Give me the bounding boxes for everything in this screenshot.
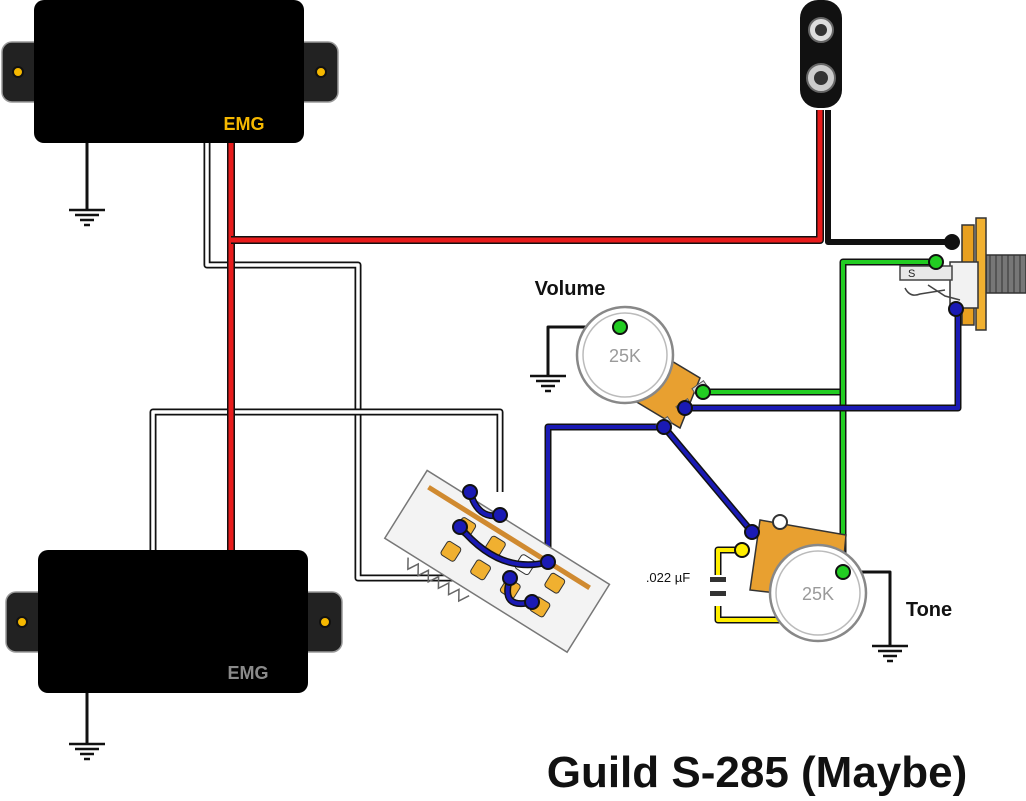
battery-snap-icon [800, 0, 842, 108]
volume-pot: 25K [575, 305, 709, 432]
switch-lug [540, 554, 556, 570]
switch-lug [452, 519, 468, 535]
red-wires [227, 110, 824, 552]
bridge-pickup-brand: EMG [227, 663, 268, 683]
switch-lug [462, 484, 478, 500]
switch-lug [502, 570, 518, 586]
tone-input-lug [744, 524, 760, 540]
svg-text:S: S [908, 268, 915, 280]
volume-output-lug [695, 384, 711, 400]
switch-lug [524, 594, 540, 610]
ground-icon [67, 194, 107, 227]
bridge-pickup: EMG [5, 550, 343, 693]
output-jack-icon: S [899, 217, 1026, 331]
neck-pickup: EMG [1, 0, 339, 143]
blue-wires [544, 310, 962, 562]
capacitor-icon [710, 577, 726, 596]
ground-icon [528, 360, 568, 393]
volume-wiper-lug [677, 400, 693, 416]
ground-icon [870, 630, 910, 663]
jack-switch-lug [928, 254, 944, 270]
ground-icon [67, 728, 107, 761]
diagram-title: Guild S-285 (Maybe) [547, 748, 968, 797]
volume-ground-lug [612, 319, 628, 335]
tone-label: Tone [906, 599, 952, 621]
volume-label: Volume [535, 278, 606, 300]
neck-pickup-brand: EMG [223, 114, 264, 134]
volume-pot-value: 25K [609, 346, 641, 366]
tone-pot-value: 25K [802, 584, 834, 604]
volume-input-lug [656, 419, 672, 435]
jack-sleeve-lug [948, 301, 964, 317]
jack-tip-lug [944, 234, 960, 250]
black-wires [85, 110, 952, 740]
pickup-switch-icon [383, 469, 611, 654]
tone-cap-lug [734, 542, 750, 558]
capacitor-label: .022 µF [646, 570, 690, 585]
white-wires [149, 140, 504, 582]
switch-lug [492, 507, 508, 523]
tone-ground-lug [835, 564, 851, 580]
